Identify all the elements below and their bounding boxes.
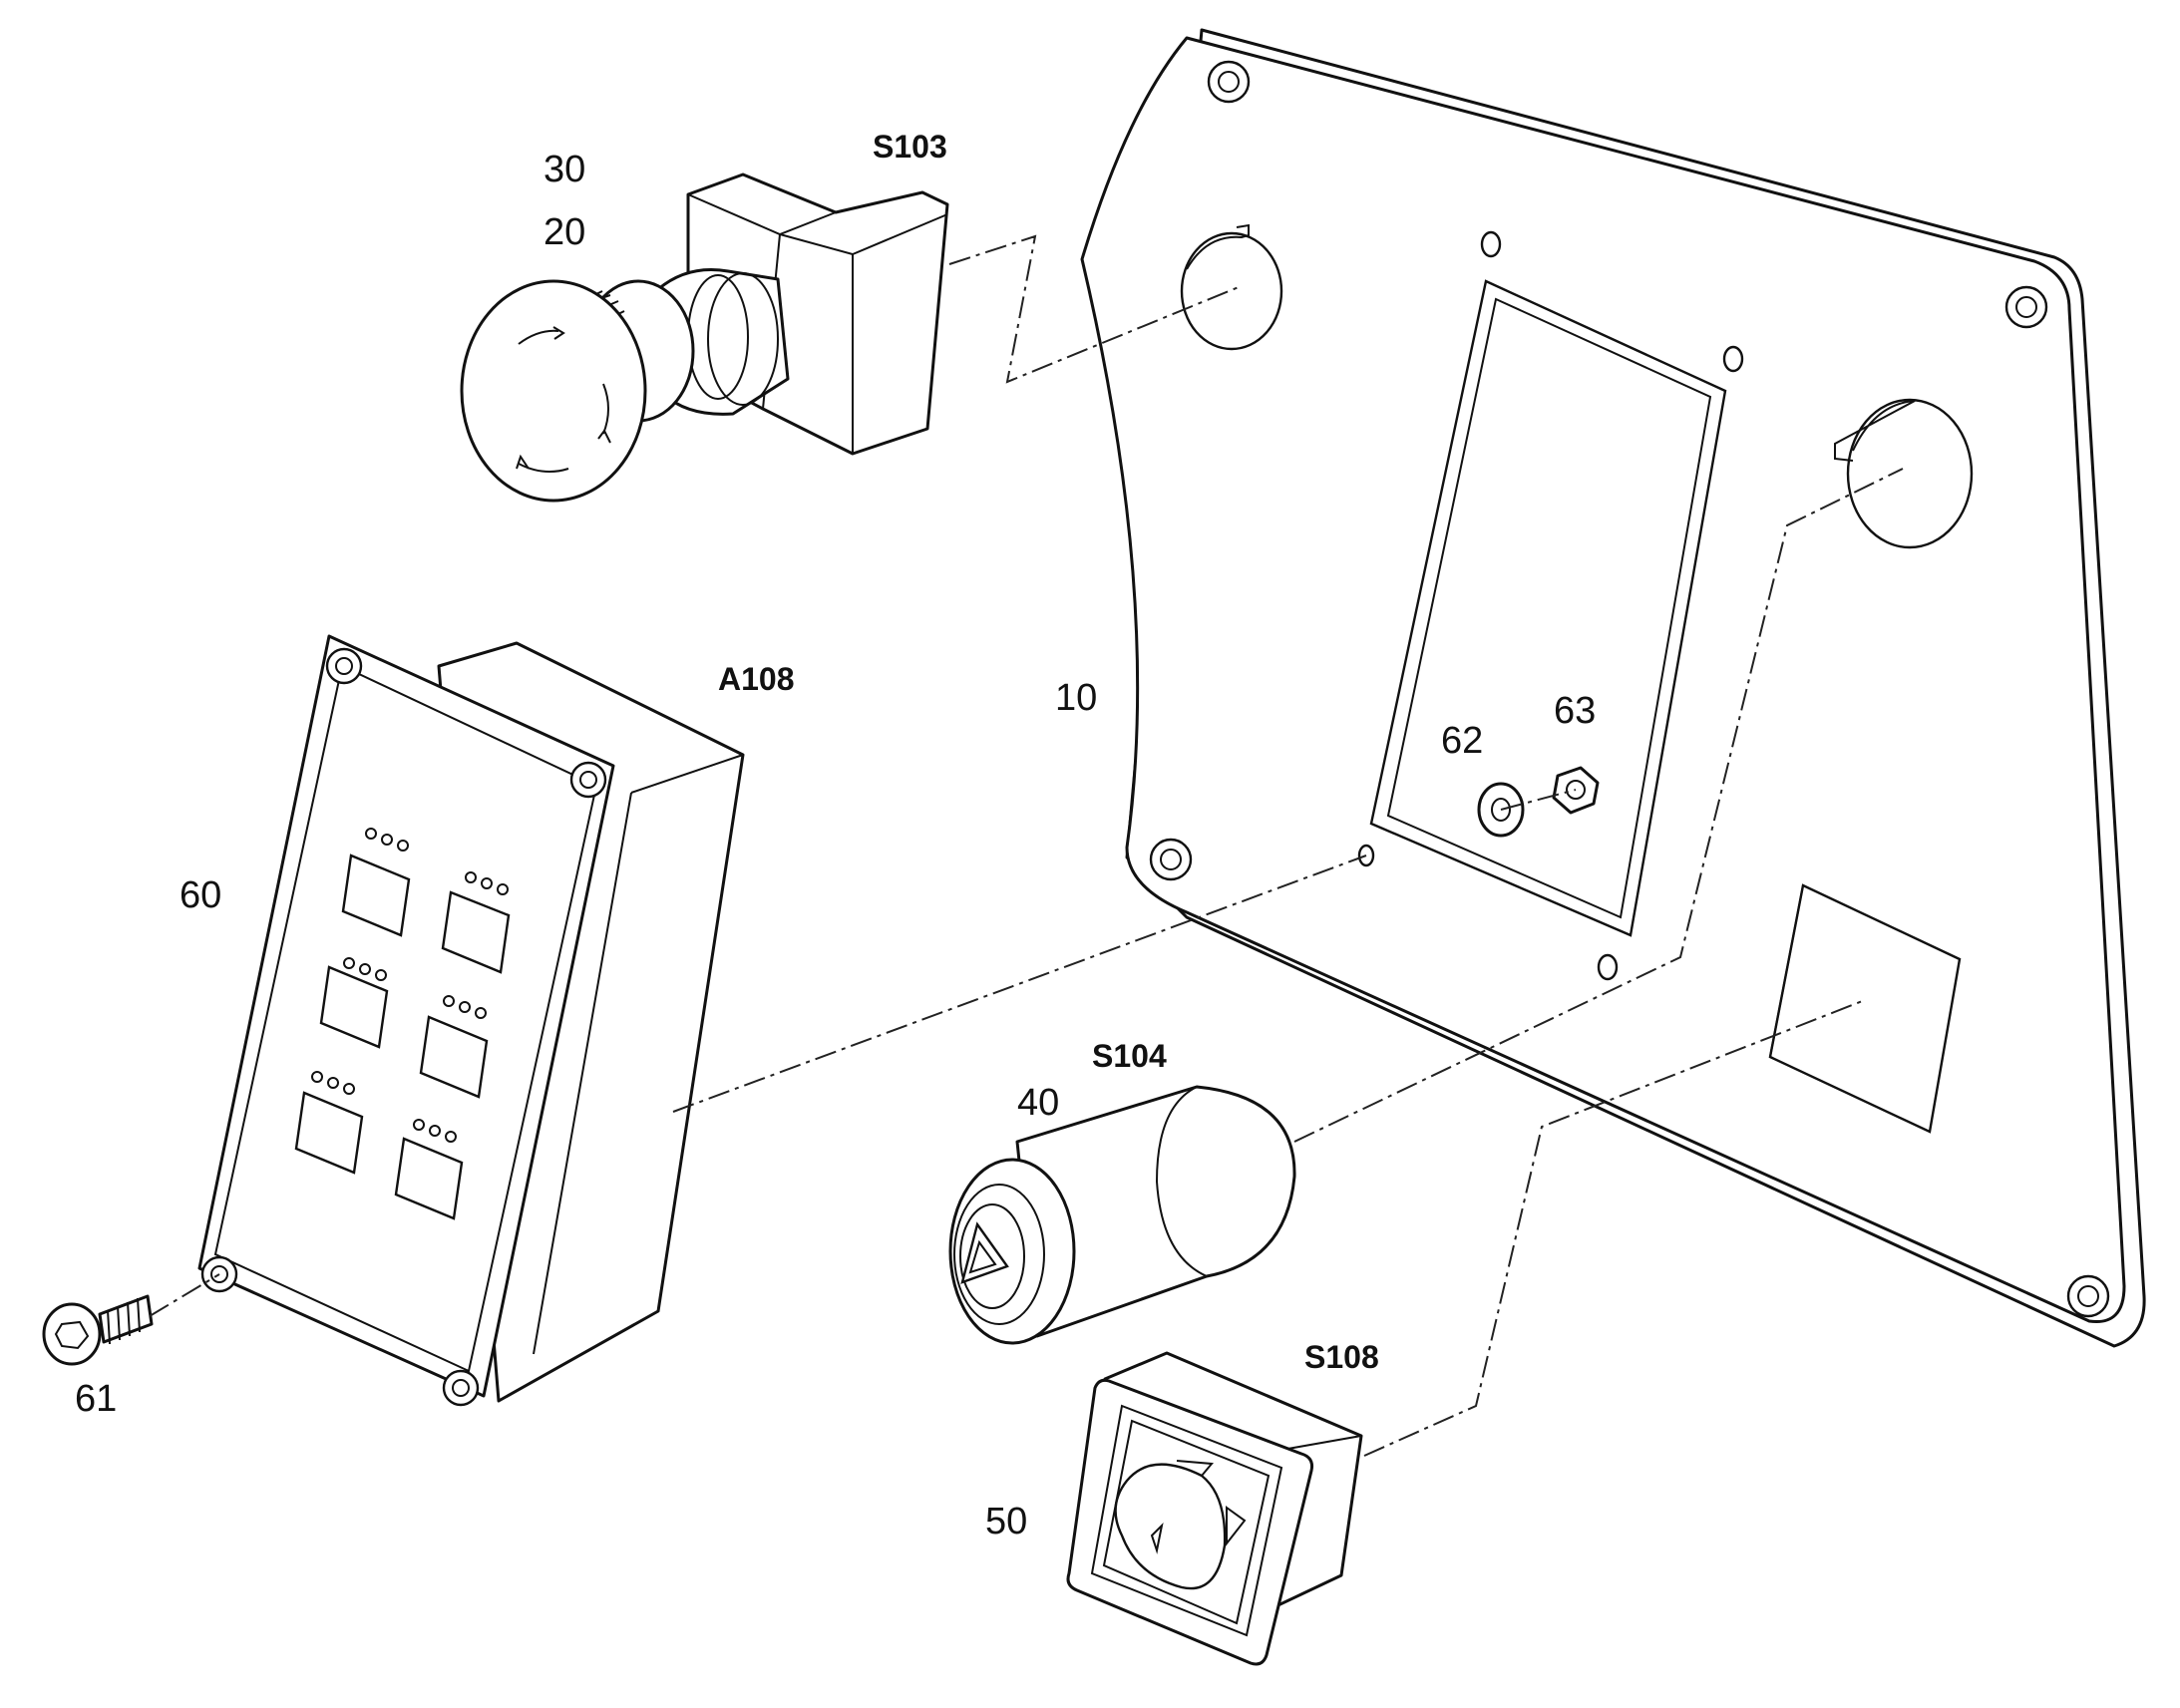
panel-corner-hole	[1207, 60, 1251, 104]
designation-a108: A108	[718, 661, 795, 697]
callout-30: 30	[544, 149, 585, 190]
module-corner-screw	[569, 761, 607, 799]
callout-10: 10	[1055, 677, 1097, 719]
direction-switch	[1066, 1351, 1363, 1666]
module-corner-screw	[442, 1369, 480, 1407]
panel-square-cutout	[1768, 883, 1962, 1134]
module-button	[319, 957, 389, 1049]
panel-corner-hole	[2066, 1274, 2110, 1318]
countersunk-screw	[42, 1294, 154, 1366]
module-button	[419, 995, 489, 1099]
panel-small-hole	[1722, 345, 1744, 373]
callout-20: 20	[544, 211, 585, 253]
callout-40: 40	[1017, 1082, 1059, 1124]
control-module	[197, 634, 745, 1407]
module-button	[441, 871, 511, 974]
emergency-stop-switch	[460, 172, 949, 503]
callout-60: 60	[180, 874, 221, 916]
alignment-lines	[149, 234, 1904, 1457]
mounting-panel	[1080, 28, 2146, 1348]
panel-corner-hole	[2004, 285, 2048, 329]
designation-s103: S103	[873, 129, 947, 165]
module-button	[394, 1119, 464, 1220]
panel-small-hole	[1597, 953, 1619, 981]
panel-small-hole	[1480, 230, 1502, 258]
hazard-switch	[948, 1085, 1296, 1345]
module-button	[294, 1071, 364, 1175]
designation-s108: S108	[1304, 1339, 1379, 1375]
panel-round-cutout	[1180, 223, 1283, 351]
designation-s104: S104	[1092, 1038, 1167, 1074]
callout-50: 50	[985, 1501, 1027, 1542]
panel-corner-hole	[1149, 838, 1193, 881]
module-corner-screw	[325, 647, 363, 685]
callout-62: 62	[1441, 720, 1483, 762]
callout-61: 61	[75, 1378, 117, 1420]
module-button	[341, 828, 411, 937]
panel-rect-cutout	[1369, 279, 1727, 937]
panel-round-cutout	[1834, 398, 1974, 549]
callout-63: 63	[1554, 690, 1596, 732]
